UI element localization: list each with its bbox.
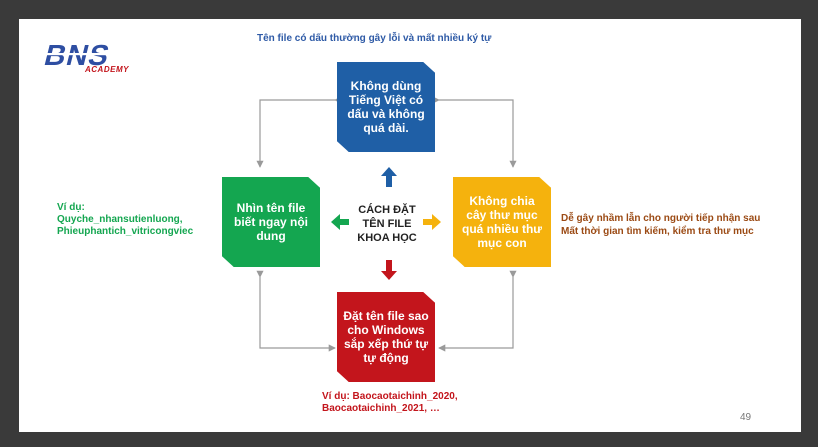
connector-top-right xyxy=(432,96,517,168)
box-right-line: mục con xyxy=(477,236,527,250)
box-bottom-line: tự động xyxy=(363,351,409,365)
example-left-line: Phieuphantich_vitricongviec xyxy=(57,226,194,237)
example-left: Ví dụ: Quyche_nhansutienluong, Phieuphan… xyxy=(57,202,193,238)
box-bottom-line: cho Windows xyxy=(347,323,425,337)
box-top-line: Tiếng Việt có xyxy=(348,93,424,107)
box-top-line: quá dài. xyxy=(363,121,409,135)
bns-academy-logo: BNS ACADEMY xyxy=(41,40,129,74)
box-right-line: cây thư mục xyxy=(466,208,538,222)
arrow-up xyxy=(381,167,397,187)
box-right-line: Không chia xyxy=(469,194,535,208)
connector-bottom-left xyxy=(256,270,336,352)
connector-top-left xyxy=(256,96,342,168)
center-label-line: KHOA HỌC xyxy=(357,232,417,244)
side-note-line: Dễ gây nhầm lẫn cho người tiếp nhận sau xyxy=(561,213,761,224)
center-label-line: TÊN FILE xyxy=(362,218,412,230)
box-left-line: biết ngay nội xyxy=(233,215,308,229)
box-bottom-line: sắp xếp thứ tự xyxy=(343,337,429,351)
slide: BNS ACADEMY Tên file có dấu thường gây l… xyxy=(19,19,801,432)
svg-text:BNS: BNS xyxy=(41,40,113,72)
arrow-down xyxy=(381,260,397,280)
arrow-right xyxy=(423,214,441,230)
box-right-line: quá nhiều thư xyxy=(461,222,542,236)
center-label: CÁCH ĐẶT TÊN FILE KHOA HỌC xyxy=(339,203,435,245)
top-note: Tên file có dấu thường gây lỗi và mất nh… xyxy=(257,33,492,44)
example-bottom-line: Baocaotaichinh_2021, … xyxy=(322,403,440,414)
connector-lines xyxy=(256,96,517,352)
example-left-line: Ví dụ: xyxy=(57,202,85,213)
box-no-deep-folders: Không chia cây thư mục quá nhiều thư mục… xyxy=(453,177,551,267)
box-auto-sort-names: Đặt tên file sao cho Windows sắp xếp thứ… xyxy=(337,292,435,382)
box-no-vietnamese-accents: Không dùng Tiếng Việt có dấu và không qu… xyxy=(337,62,435,152)
box-top-line: Không dùng xyxy=(350,79,422,93)
svg-text:ACADEMY: ACADEMY xyxy=(84,65,129,74)
side-note-right: Dễ gây nhầm lẫn cho người tiếp nhận sau … xyxy=(561,212,760,238)
arrow-left xyxy=(331,214,349,230)
example-bottom-line: Ví dụ: Baocaotaichinh_2020, xyxy=(322,391,458,402)
connector-bottom-right xyxy=(438,270,517,352)
page-number: 49 xyxy=(740,412,752,423)
box-left-line: dung xyxy=(256,229,286,243)
box-top-line: dấu và không xyxy=(347,107,425,121)
box-bottom-line: Đặt tên file sao xyxy=(343,309,429,323)
example-bottom: Ví dụ: Baocaotaichinh_2020, Baocaotaichi… xyxy=(322,391,458,415)
example-left-line: Quyche_nhansutienluong, xyxy=(57,214,183,225)
side-note-line: Mất thời gian tìm kiếm, kiểm tra thư mục xyxy=(561,226,754,237)
box-know-content-by-name: Nhìn tên file biết ngay nội dung xyxy=(222,177,320,267)
box-left-line: Nhìn tên file xyxy=(236,201,306,215)
center-label-line: CÁCH ĐẶT xyxy=(358,204,416,216)
